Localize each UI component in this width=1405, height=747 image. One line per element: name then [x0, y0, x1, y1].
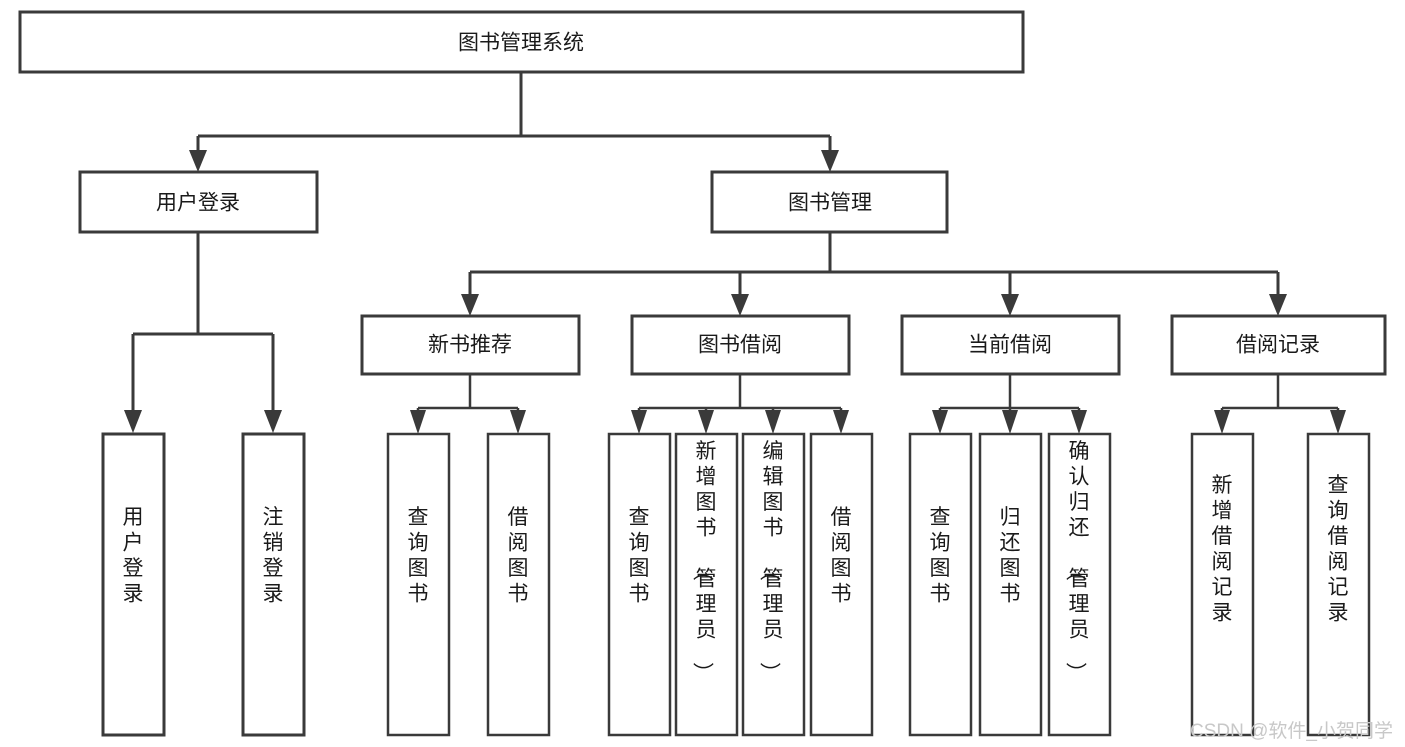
- leaf-book-borrow-add[interactable]: 新增图书（管理员）: [674, 432, 739, 737]
- node-label: 查询借阅记录: [1328, 474, 1349, 625]
- node-current-borrow[interactable]: 当前借阅: [900, 314, 1121, 376]
- node-box: [360, 314, 581, 376]
- node-user-login[interactable]: 用户登录: [78, 170, 319, 234]
- node-root-system[interactable]: 图书管理系统: [18, 10, 1025, 74]
- node-label: 新增借阅记录: [1212, 474, 1233, 625]
- arrow-head-icon: [1214, 410, 1230, 434]
- connector-currentborrow-to-leaves: [932, 375, 1087, 434]
- leaf-current-borrow-query[interactable]: 查询图书: [908, 432, 973, 737]
- arrow-head-icon: [765, 410, 781, 434]
- node-label: 借阅图书: [508, 506, 529, 606]
- node-box: [241, 432, 306, 737]
- arrow-head-icon: [124, 410, 142, 433]
- connector-userlogin-to-leaves: [124, 233, 282, 433]
- leaf-new-book-query[interactable]: 查询图书: [386, 432, 451, 737]
- leaf-borrow-record-query[interactable]: 查询借阅记录: [1306, 432, 1371, 737]
- node-box: [674, 432, 739, 737]
- node-box: [809, 432, 874, 737]
- connector-newbook-to-leaves: [410, 375, 526, 434]
- node-book-borrow[interactable]: 图书借阅: [630, 314, 851, 376]
- node-label: 借阅图书: [831, 506, 852, 606]
- node-box: [741, 432, 806, 737]
- node-book-management[interactable]: 图书管理: [710, 170, 949, 234]
- arrow-head-icon: [189, 150, 207, 172]
- node-box: [900, 314, 1121, 376]
- node-box: [978, 432, 1043, 737]
- node-label: 图书管理: [788, 192, 872, 215]
- connector-root-to-level2: [189, 73, 839, 172]
- node-box: [78, 170, 319, 234]
- node-label: 图书管理系统: [458, 32, 584, 55]
- node-box: [486, 432, 551, 737]
- node-box: [607, 432, 672, 737]
- arrow-head-icon: [631, 410, 647, 434]
- connector-bookborrow-to-leaves: [631, 375, 849, 434]
- node-box: [1047, 432, 1112, 737]
- arrow-head-icon: [821, 150, 839, 172]
- node-label: 图书借阅: [698, 334, 782, 357]
- node-box: [1190, 432, 1255, 737]
- node-box: [710, 170, 949, 234]
- node-box: [18, 10, 1025, 74]
- node-label: 用户登录: [123, 506, 144, 606]
- node-label: 当前借阅: [968, 334, 1052, 357]
- node-box: [101, 432, 166, 737]
- node-borrow-record[interactable]: 借阅记录: [1170, 314, 1387, 376]
- arrow-head-icon: [410, 410, 426, 434]
- arrow-head-icon: [264, 410, 282, 433]
- leaf-user-login-logout[interactable]: 注销登录: [241, 432, 306, 737]
- leaf-current-borrow-confirm[interactable]: 确认归还（管理员）: [1047, 432, 1112, 737]
- leaf-new-book-borrow[interactable]: 借阅图书: [486, 432, 551, 737]
- node-box: [386, 432, 451, 737]
- arrow-head-icon: [1330, 410, 1346, 434]
- leaf-book-borrow-query[interactable]: 查询图书: [607, 432, 672, 737]
- node-box: [630, 314, 851, 376]
- leaf-book-borrow-edit[interactable]: 编辑图书（管理员）: [741, 432, 806, 737]
- node-label: 确认归还（管理员）: [1064, 440, 1090, 683]
- leaf-user-login-login[interactable]: 用户登录: [101, 432, 166, 737]
- node-box: [1306, 432, 1371, 737]
- node-label: 注销登录: [263, 506, 284, 606]
- arrow-head-icon: [1001, 294, 1019, 316]
- node-label: 查询图书: [629, 506, 650, 606]
- arrow-head-icon: [1002, 410, 1018, 434]
- leaf-borrow-record-add[interactable]: 新增借阅记录: [1190, 432, 1255, 737]
- node-label: 新书推荐: [428, 334, 512, 357]
- arrow-head-icon: [833, 410, 849, 434]
- node-label: 查询图书: [930, 506, 951, 606]
- leaf-book-borrow-borrow[interactable]: 借阅图书: [809, 432, 874, 737]
- node-new-book-recommend[interactable]: 新书推荐: [360, 314, 581, 376]
- arrow-head-icon: [1269, 294, 1287, 316]
- connector-bookmgmt-to-level3: [461, 233, 1287, 316]
- arrow-head-icon: [510, 410, 526, 434]
- arrow-head-icon: [932, 410, 948, 434]
- connector-borrowrecord-to-leaves: [1214, 375, 1346, 434]
- node-label: 查询图书: [408, 506, 429, 606]
- node-box: [908, 432, 973, 737]
- node-label: 编辑图书（管理员）: [758, 440, 784, 683]
- node-label: 借阅记录: [1236, 334, 1320, 357]
- node-label: 新增图书（管理员）: [691, 440, 717, 683]
- arrow-head-icon: [1071, 410, 1087, 434]
- leaf-current-borrow-return[interactable]: 归还图书: [978, 432, 1043, 737]
- node-box: [1170, 314, 1387, 376]
- arrow-head-icon: [698, 410, 714, 434]
- arrow-head-icon: [461, 294, 479, 316]
- node-label: 归还图书: [1000, 506, 1021, 606]
- csdn-watermark: CSDN @软件_小贺同学: [1190, 720, 1393, 742]
- node-label: 用户登录: [156, 192, 240, 215]
- arrow-head-icon: [731, 294, 749, 316]
